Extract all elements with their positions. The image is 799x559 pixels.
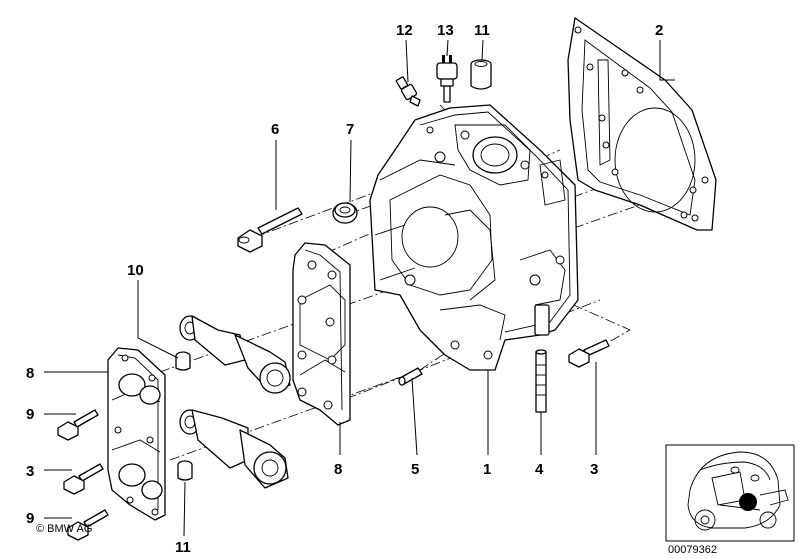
camshaft-lower — [179, 409, 289, 489]
dowel-sleeve-lower — [177, 460, 193, 481]
leader-lines — [44, 39, 675, 537]
callout-8-left: 8 — [26, 365, 34, 382]
bolt-3-right — [568, 339, 610, 368]
cam-carrier — [107, 347, 166, 521]
bolt-3-left — [63, 463, 104, 495]
copyright-text: © BMW AG — [36, 523, 92, 535]
callout-6: 6 — [271, 121, 279, 138]
vehicle-location-inset — [665, 444, 795, 542]
bolt-9-upper — [57, 409, 99, 441]
callout-5: 5 — [411, 461, 419, 478]
camshaft-upper — [179, 315, 291, 394]
callout-13: 13 — [437, 22, 454, 39]
callout-labels: 12 13 11 2 6 7 10 8 9 3 9 11 8 5 1 4 3 — [26, 22, 663, 556]
grommet — [332, 202, 358, 224]
callout-2: 2 — [655, 22, 663, 39]
stud — [535, 349, 547, 413]
callout-9-upper: 9 — [26, 406, 34, 423]
reference-number: 00079362 — [668, 544, 717, 556]
callout-8-right: 8 — [334, 461, 342, 478]
dowel-pin — [398, 367, 423, 386]
callout-10: 10 — [127, 262, 144, 279]
callout-4: 4 — [535, 461, 544, 478]
cylinder-head — [369, 104, 579, 371]
bolt-long — [237, 207, 303, 253]
cylinder-head-gasket — [567, 17, 717, 231]
dowel-sleeve-upper — [175, 351, 191, 371]
bleed-screw — [395, 76, 421, 107]
callout-1: 1 — [483, 461, 491, 478]
bolt-9-lower — [67, 509, 109, 541]
callout-3-right: 3 — [590, 461, 598, 478]
callout-3-left: 3 — [26, 463, 34, 480]
inset-frame — [665, 444, 795, 542]
callout-7: 7 — [346, 121, 354, 138]
callout-11-top: 11 — [474, 22, 490, 39]
sleeve-top — [470, 59, 492, 90]
callout-11-bottom: 11 — [175, 539, 191, 556]
callout-12: 12 — [396, 22, 413, 39]
temperature-sensor — [436, 55, 458, 103]
highlighted-location-marker — [739, 493, 757, 511]
callout-9-lower: 9 — [26, 510, 34, 527]
camshaft-bearing-frame — [292, 242, 351, 426]
